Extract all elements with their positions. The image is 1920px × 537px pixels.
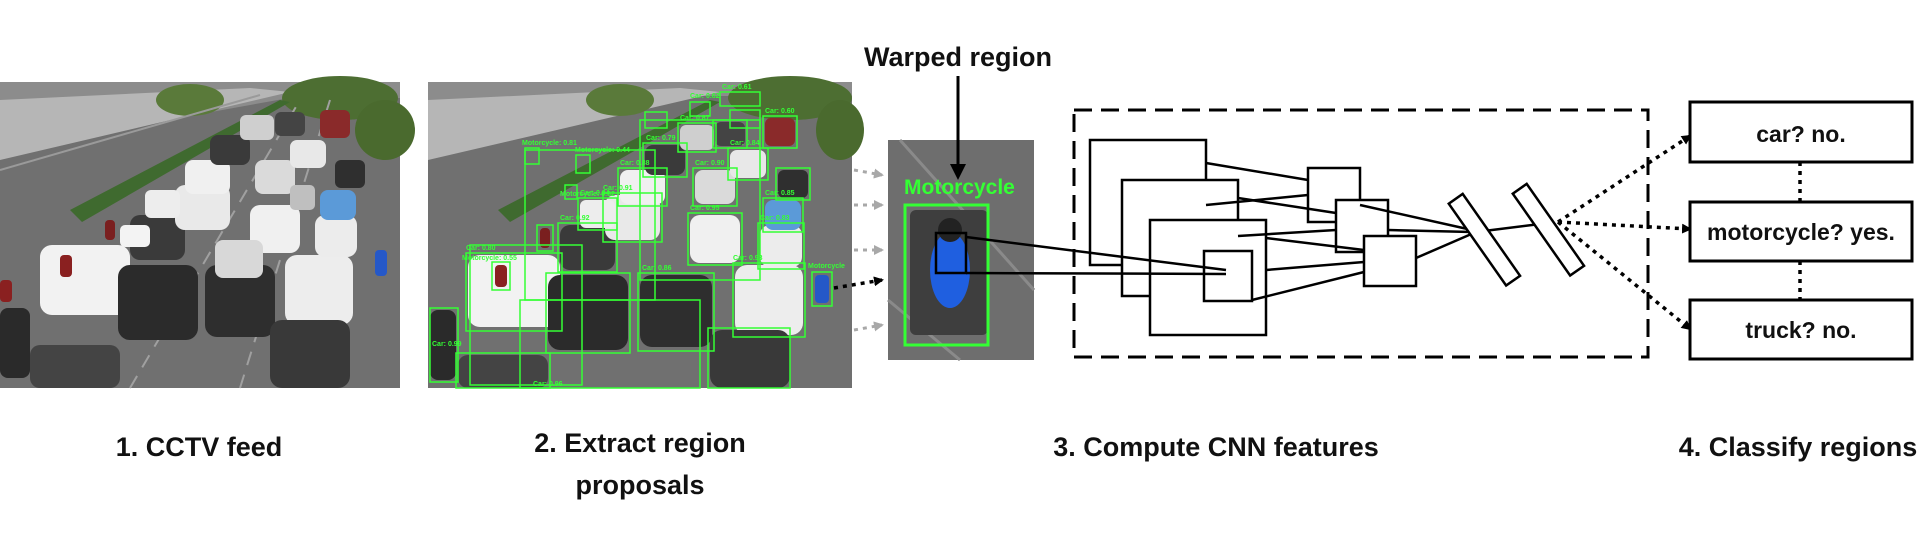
detection-label: Car: 0.90 [695,160,725,167]
step-1-caption: 1. CCTV feed [116,432,283,462]
cnn-feature-maps [1088,138,1418,337]
detection-label: Car: 0.95 [690,205,720,212]
cnn-diagram [934,108,1650,359]
detection-label: Car: 0.84 [730,140,760,147]
cnn-fc-layers [1447,182,1586,288]
input-crop-lines [934,231,1227,276]
detection-label: Car: 0.80 [466,245,496,252]
detection-label: Car: 0.60 [765,108,795,115]
classifier-arrows [1556,134,1692,331]
classification-boxes: car? no. motorcycle? yes. truck? no. [1688,100,1914,361]
step-2-caption-line-1: 2. Extract region [534,428,746,458]
classification-truck: truck? no. [1688,298,1914,361]
detection-label: Motorcycle [808,263,845,270]
detection-label: Car: 0.93 [733,255,763,262]
classification-label: car? no. [1756,121,1845,147]
step-4-caption: 4. Classify regions [1679,432,1918,462]
detection-label: Car: 0.87 [680,115,710,122]
detection-label: Car: 0.85 [765,190,795,197]
detection-label: Car: 0.92 [560,215,590,222]
detection-label: Car: 0.96 [533,381,563,388]
detection-label: Motorcycle: 0.82 [560,191,615,198]
detection-label: Motorcycle: 0.55 [462,255,517,262]
classification-motorcycle: motorcycle? yes. [1688,200,1914,263]
detection-label: Motorcycle: 0.81 [522,140,577,147]
classification-label: motorcycle? yes. [1707,219,1895,245]
detection-label: Car: 0.61 [722,84,752,91]
classification-car: car? no. [1688,100,1914,164]
detection-label: Car: 0.79 [646,135,676,142]
region-proposals-image: Car: 0.80 Car: 0.92 Car: 0.91 Car: 0.86 … [428,76,864,389]
warped-region-image: Motorcycle [887,139,1036,362]
classification-label: truck? no. [1745,317,1856,343]
detection-label: Car: 0.94 [580,190,610,197]
warped-detection-label: Motorcycle [904,176,1015,199]
detection-label: Car: 0.83 [760,215,790,222]
detection-label: Car: 0.99 [432,341,462,348]
cnn-connections [1205,161,1549,302]
step-2-caption-line-2: proposals [575,470,704,500]
detection-label: Car: 0.88 [620,160,650,167]
cnn-dashed-frame [1072,108,1650,359]
proposal-boxes [429,91,833,389]
step-3-caption: 3. Compute CNN features [1053,432,1379,462]
cctv-feed-image [0,76,415,389]
detection-label: Car: 0.86 [642,265,672,272]
warped-region-title: Warped region [864,42,1052,72]
detection-label: Car: 0.91 [603,185,633,192]
step-captions: 1. CCTV feed 2. Extract region proposals… [116,428,1918,500]
detection-label: Car: 0.62 [690,93,720,100]
proposal-labels: Car: 0.80 Car: 0.92 Car: 0.91 Car: 0.86 … [432,84,845,388]
detection-label: Motorcycle: 0.44 [575,147,630,154]
